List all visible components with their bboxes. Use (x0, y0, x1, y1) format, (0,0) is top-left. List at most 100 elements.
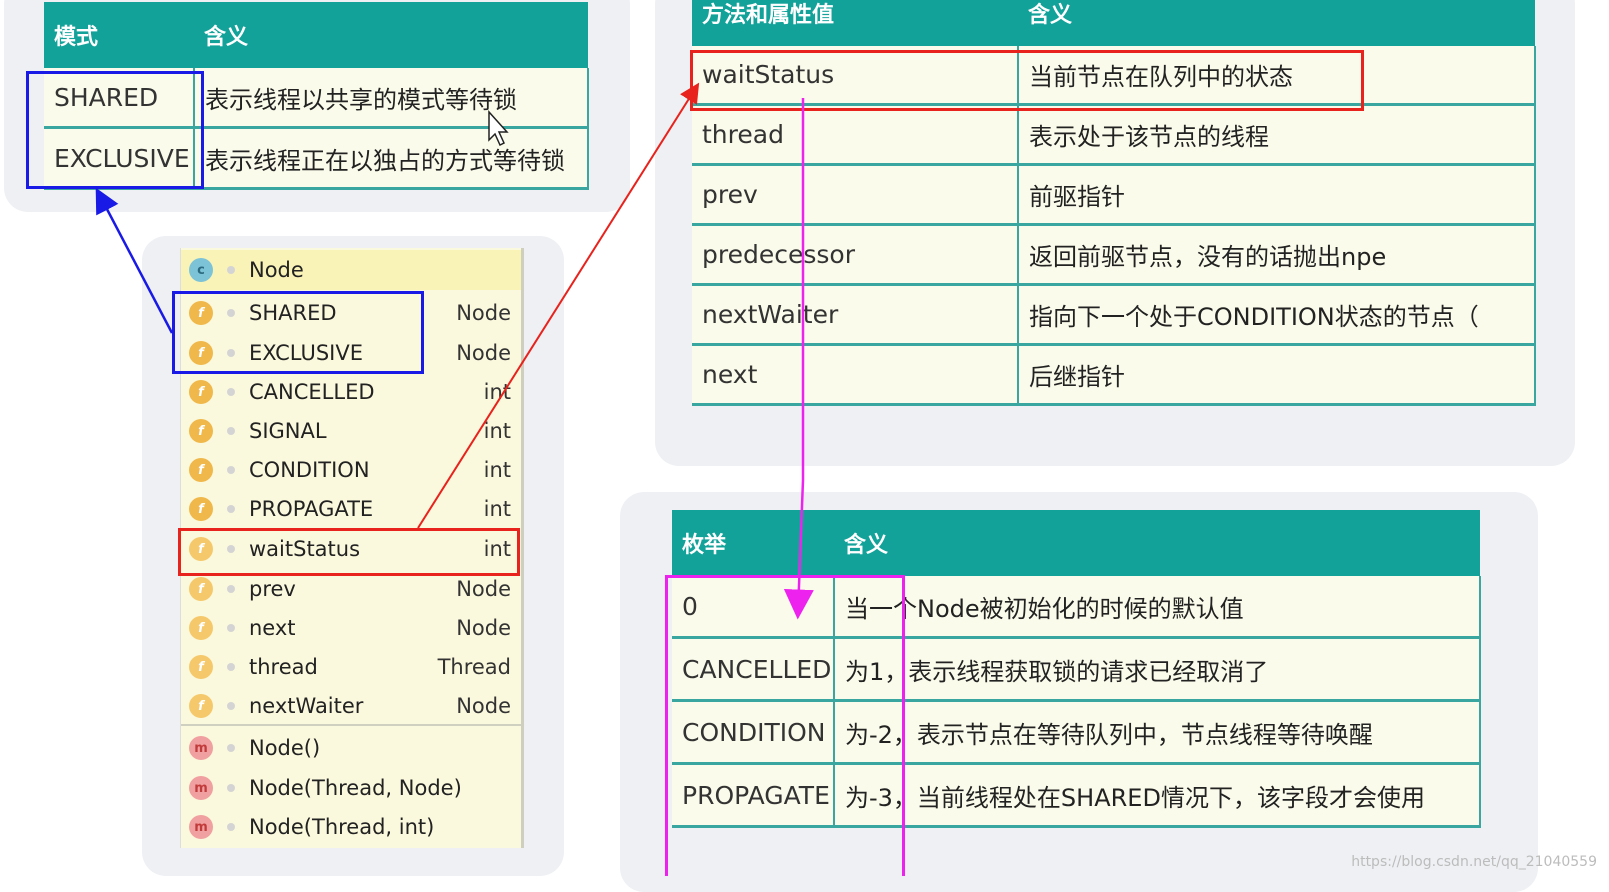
enum-meaning: 为-3，当前线程处在SHARED情况下，该字段才会使用 (834, 763, 1481, 828)
table-row: predecessor 返回前驱节点，没有的话抛出npe (692, 224, 1536, 286)
red-arrow (417, 82, 700, 529)
enum-meaning: 当一个Node被初始化的时候的默认值 (834, 576, 1481, 639)
visibility-dot-icon (227, 624, 235, 632)
visibility-dot-icon (227, 505, 235, 513)
table-row: waitStatus 当前节点在队列中的状态 (692, 46, 1536, 106)
static-field-icon: f (189, 419, 213, 443)
mode-names-highlight (26, 71, 204, 189)
attr-name: waitStatus (692, 46, 1019, 106)
field-name: next (249, 616, 296, 640)
attr-meaning: 前驱指针 (1018, 164, 1536, 226)
attr-name: thread (692, 104, 1019, 166)
table-row: nextWaiter 指向下一个处于CONDITION状态的节点（ (692, 284, 1536, 346)
attr-meaning: 指向下一个处于CONDITION状态的节点（ (1018, 284, 1536, 346)
shared-exclusive-highlight (172, 291, 424, 374)
enum-value: CONDITION (672, 700, 835, 765)
method-name: Node(Thread, int) (249, 815, 435, 839)
method-icon: m (189, 776, 213, 800)
mode-name: SHARED (44, 68, 195, 129)
visibility-dot-icon (227, 663, 235, 671)
table-row: PROPAGATE 为-3，当前线程处在SHARED情况下，该字段才会使用 (672, 763, 1481, 828)
field-type: int (483, 380, 511, 404)
method-name: Node() (249, 736, 321, 760)
field-row[interactable]: f EXCLUSIVE Node (181, 333, 521, 373)
mode-table: 模式 含义 SHARED 表示线程以共享的模式等待锁 EXCLUSIVE 表示线… (44, 2, 589, 190)
table-row: CONDITION 为-2，表示节点在等待队列中，节点线程等待唤醒 (672, 700, 1481, 765)
method-row[interactable]: m Node(Thread, Node) (181, 768, 521, 808)
attr-meaning: 表示处于该节点的线程 (1018, 104, 1536, 166)
table-row: SHARED 表示线程以共享的模式等待锁 (44, 68, 589, 129)
attr-meaning: 返回前驱节点，没有的话抛出npe (1018, 224, 1536, 286)
static-field-icon: f (189, 301, 213, 325)
column-header: 方法和属性值 (692, 0, 1018, 46)
mode-meaning: 表示线程正在以独占的方式等待锁 (194, 127, 589, 190)
field-row[interactable]: f PROPAGATE int (181, 489, 521, 529)
structure-view: c Node f SHARED Node f EXCLUSIVE Node f … (180, 248, 524, 848)
attr-meaning: 后继指针 (1018, 344, 1536, 406)
field-row[interactable]: f nextWaiter Node (181, 686, 521, 726)
field-type: Node (456, 616, 511, 640)
structure-class-row[interactable]: c Node (181, 250, 521, 290)
attr-table-header: 方法和属性值 含义 (692, 0, 1535, 46)
visibility-dot-icon (227, 266, 235, 274)
attr-name: nextWaiter (692, 284, 1019, 346)
field-row[interactable]: f next Node (181, 608, 521, 648)
visibility-dot-icon (227, 349, 235, 357)
method-row[interactable]: m Node(Thread, int) (181, 807, 521, 847)
divider (181, 724, 521, 726)
column-header: 含义 (194, 2, 588, 68)
visibility-dot-icon (227, 466, 235, 474)
field-name: prev (249, 577, 296, 601)
column-header: 含义 (834, 510, 1480, 576)
field-name: waitStatus (249, 537, 361, 561)
field-name: CONDITION (249, 458, 370, 482)
field-name: SIGNAL (249, 419, 327, 443)
visibility-dot-icon (227, 823, 235, 831)
field-row[interactable]: f waitStatus int (181, 529, 521, 569)
field-name: nextWaiter (249, 694, 364, 718)
field-name: EXCLUSIVE (249, 341, 363, 365)
field-row[interactable]: f SIGNAL int (181, 411, 521, 451)
field-row[interactable]: f prev Node (181, 569, 521, 609)
enum-meaning: 为-2，表示节点在等待队列中，节点线程等待唤醒 (834, 700, 1481, 765)
enum-value: PROPAGATE (672, 763, 835, 828)
field-type: int (483, 497, 511, 521)
table-row: prev 前驱指针 (692, 164, 1536, 226)
visibility-dot-icon (227, 309, 235, 317)
watermark: https://blog.csdn.net/qq_21040559 (1351, 854, 1597, 870)
field-name: PROPAGATE (249, 497, 374, 521)
field-name: thread (249, 655, 318, 679)
magenta-arrow (783, 98, 814, 620)
static-field-icon: f (189, 341, 213, 365)
field-icon: f (189, 616, 213, 640)
static-field-icon: f (189, 497, 213, 521)
field-type: Node (456, 694, 511, 718)
static-field-icon: f (189, 458, 213, 482)
field-name: CANCELLED (249, 380, 375, 404)
visibility-dot-icon (227, 545, 235, 553)
visibility-dot-icon (227, 784, 235, 792)
method-row[interactable]: m Node() (181, 728, 521, 768)
visibility-dot-icon (227, 427, 235, 435)
method-icon: m (189, 815, 213, 839)
attr-name: predecessor (692, 224, 1019, 286)
field-icon: f (189, 694, 213, 718)
enum-value: CANCELLED (672, 637, 835, 702)
waitstatus-attr-highlight (690, 50, 1364, 111)
field-type: int (483, 537, 511, 561)
table-row: CANCELLED 为1，表示线程获取锁的请求已经取消了 (672, 637, 1481, 702)
field-row[interactable]: f thread Thread (181, 647, 521, 687)
attr-meaning: 当前节点在队列中的状态 (1018, 46, 1536, 106)
static-field-icon: f (189, 380, 213, 404)
visibility-dot-icon (227, 388, 235, 396)
attr-name: prev (692, 164, 1019, 226)
visibility-dot-icon (227, 702, 235, 710)
field-row[interactable]: f CANCELLED int (181, 372, 521, 412)
waitstatus-field-highlight (178, 528, 520, 576)
enum-table: 枚举 含义 0 当一个Node被初始化的时候的默认值 CANCELLED 为1，… (672, 510, 1481, 828)
field-row[interactable]: f CONDITION int (181, 450, 521, 490)
field-row[interactable]: f SHARED Node (181, 293, 521, 333)
class-icon: c (189, 258, 213, 282)
method-icon: m (189, 736, 213, 760)
